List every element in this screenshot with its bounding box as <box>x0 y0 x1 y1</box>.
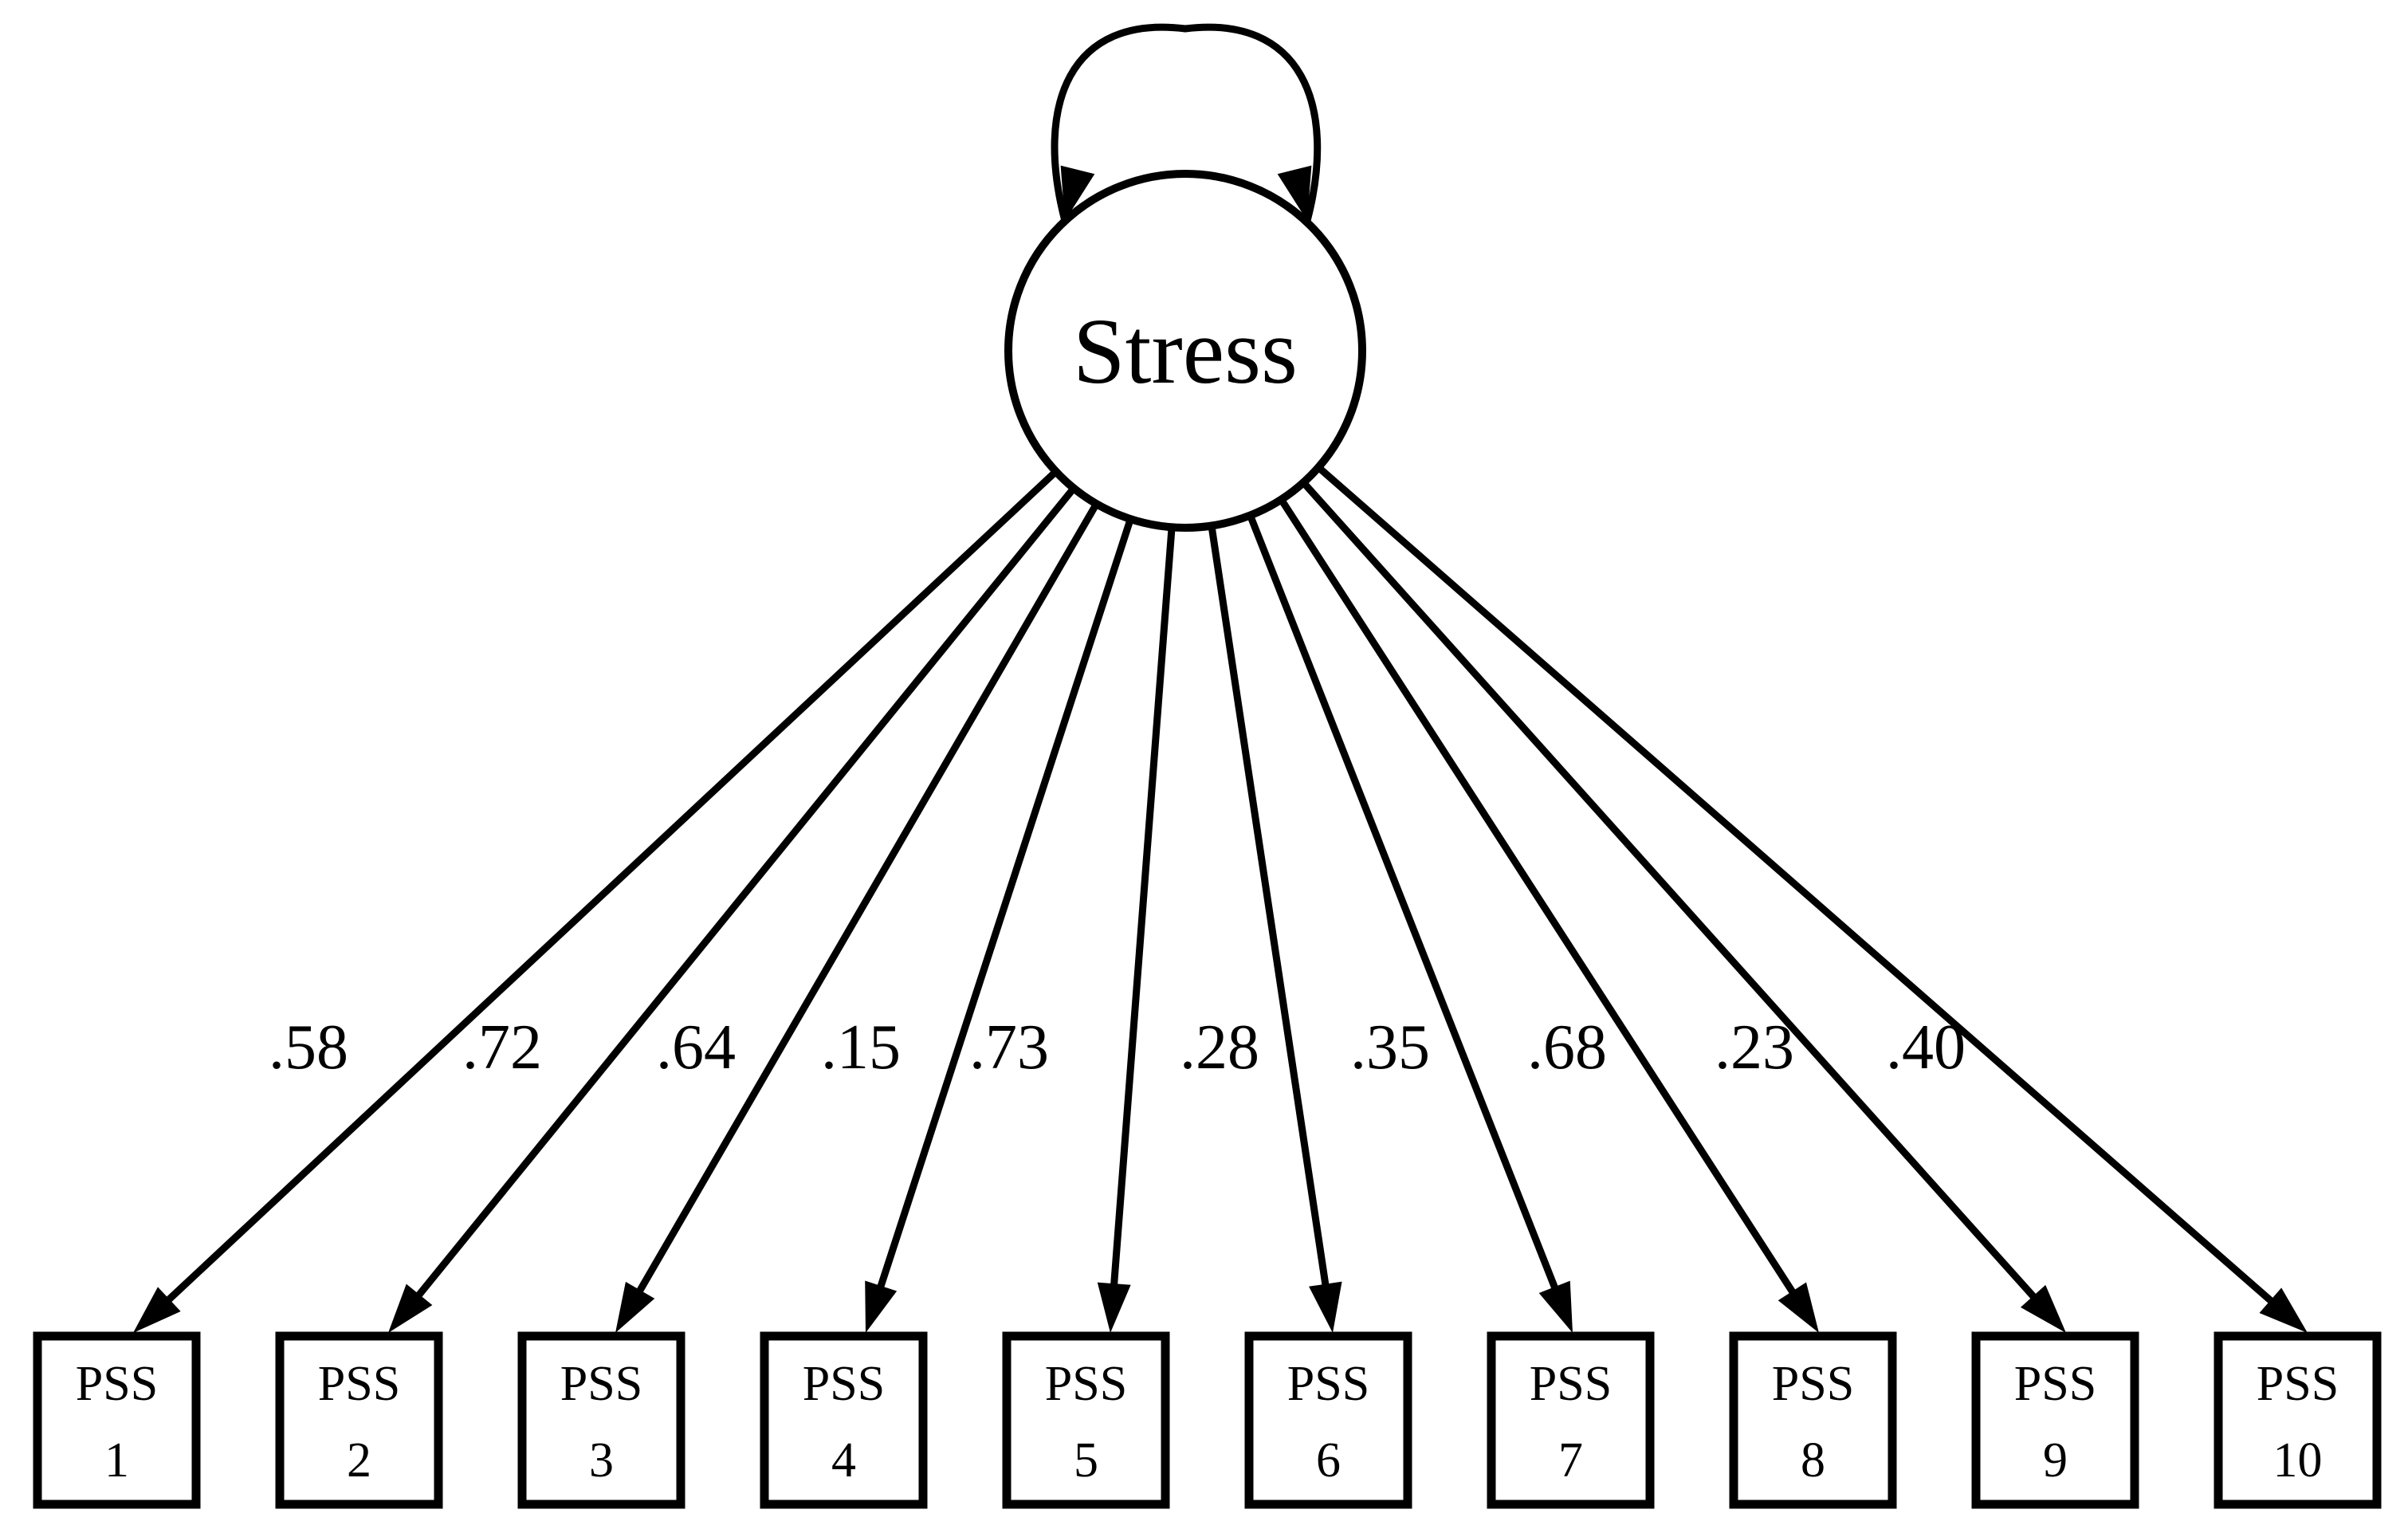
indicator-pss-10-rect[interactable] <box>2214 1331 2382 1509</box>
loading-arrowhead-7 <box>1538 1280 1573 1333</box>
indicator-pss-10-scale-label: PSS <box>2257 1357 2339 1411</box>
loading-pss-10-value: .40 <box>1886 1012 1966 1083</box>
indicator-pss-8-rect[interactable] <box>1729 1331 1897 1509</box>
indicator-pss-10-item-number: 10 <box>2273 1433 2323 1488</box>
loading-pss-9-value: .23 <box>1715 1012 1794 1083</box>
indicator-pss-9-scale-label: PSS <box>2014 1357 2096 1411</box>
loading-arrowhead-1 <box>133 1287 181 1333</box>
loading-path-8 <box>1276 495 1800 1300</box>
loading-path-10 <box>1314 462 2279 1308</box>
indicator-pss-8-item-number: 8 <box>1801 1433 1825 1488</box>
loading-paths-group <box>161 462 2279 1308</box>
variance-loop-arc <box>1051 23 1322 222</box>
indicator-pss-2-item-number: 2 <box>347 1433 371 1488</box>
indicator-pss-3-rect[interactable] <box>517 1331 685 1509</box>
variance-loop-left-arrowhead <box>1060 165 1095 221</box>
loading-pss-8-value: .68 <box>1527 1012 1607 1083</box>
indicator-pss-2-rect[interactable] <box>275 1331 443 1509</box>
indicator-boxes-group: PSS 1 PSS 2 PSS 3 PSS 4 PSS 5 PSS 6 PSS 7 PSS 8 PSS 9 PSS 1… <box>33 1331 2382 1509</box>
indicator-pss-6-scale-label: PSS <box>1287 1357 1369 1411</box>
indicator-pss-5[interactable]: PSS 5 <box>1002 1331 1170 1509</box>
variance-loop-right-arrowhead <box>1277 165 1312 221</box>
stress-latent-factor[interactable]: Stress <box>1004 170 1366 532</box>
indicator-pss-7-rect[interactable] <box>1487 1331 1655 1509</box>
loading-arrowhead-10 <box>2259 1287 2308 1333</box>
loading-path-2 <box>411 484 1078 1303</box>
indicator-pss-1-scale-label: PSS <box>76 1357 158 1411</box>
indicator-pss-7[interactable]: PSS 7 <box>1487 1331 1655 1509</box>
loading-arrowhead-6 <box>1309 1281 1342 1333</box>
indicator-pss-1[interactable]: PSS 1 <box>33 1331 201 1509</box>
indicator-pss-6[interactable]: PSS 6 <box>1244 1331 1412 1509</box>
loading-pss-1-value: .58 <box>269 1012 348 1083</box>
indicator-pss-4-rect[interactable] <box>760 1331 928 1509</box>
loading-arrowheads-group <box>133 1280 2308 1333</box>
indicator-pss-7-item-number: 7 <box>1558 1433 1583 1488</box>
indicator-pss-6-rect[interactable] <box>1244 1331 1412 1509</box>
loading-path-3 <box>633 500 1101 1299</box>
indicator-pss-5-rect[interactable] <box>1002 1331 1170 1509</box>
loading-pss-5-value: .73 <box>969 1012 1049 1083</box>
loading-pss-6-value: .28 <box>1180 1012 1259 1083</box>
loading-value-labels-group: .58 .72 .64 .15 .73 .28 .35 .68 .23 .40 <box>269 1012 1966 1083</box>
loading-path-9 <box>1298 478 2041 1304</box>
stress-circle[interactable] <box>1004 170 1366 532</box>
loading-pss-7-value: .35 <box>1350 1012 1430 1083</box>
loading-arrowhead-3 <box>615 1281 655 1333</box>
loading-arrowhead-5 <box>1097 1282 1131 1333</box>
indicator-pss-10[interactable]: PSS 10 <box>2214 1331 2382 1509</box>
indicator-pss-7-scale-label: PSS <box>1530 1357 1612 1411</box>
indicator-pss-4-item-number: 4 <box>831 1433 856 1488</box>
indicator-pss-3[interactable]: PSS 3 <box>517 1331 685 1509</box>
loading-arrowhead-4 <box>865 1280 898 1333</box>
indicator-pss-3-item-number: 3 <box>589 1433 614 1488</box>
indicator-pss-1-item-number: 1 <box>104 1433 129 1488</box>
indicator-pss-2-scale-label: PSS <box>318 1357 400 1411</box>
stress-variance-loop <box>1051 23 1322 222</box>
loading-pss-3-value: .64 <box>656 1012 736 1083</box>
indicator-pss-4[interactable]: PSS 4 <box>760 1331 928 1509</box>
loading-arrowhead-8 <box>1778 1282 1819 1333</box>
indicator-pss-8[interactable]: PSS 8 <box>1729 1331 1897 1509</box>
loading-pss-2-value: .72 <box>462 1012 542 1083</box>
loading-path-6 <box>1208 522 1330 1292</box>
loading-arrowhead-2 <box>388 1283 433 1333</box>
loading-path-7 <box>1246 512 1561 1295</box>
loading-path-4 <box>875 515 1135 1295</box>
loading-path-1 <box>161 467 1060 1307</box>
indicator-pss-5-item-number: 5 <box>1074 1433 1098 1488</box>
indicator-pss-2[interactable]: PSS 2 <box>275 1331 443 1509</box>
stress-label: Stress <box>1073 299 1298 403</box>
indicator-pss-9[interactable]: PSS 9 <box>1971 1331 2139 1509</box>
indicator-pss-3-scale-label: PSS <box>560 1357 642 1411</box>
loading-path-5 <box>1110 525 1176 1291</box>
indicator-pss-1-rect[interactable] <box>33 1331 201 1509</box>
loading-pss-4-value: .15 <box>821 1012 901 1083</box>
indicator-pss-5-scale-label: PSS <box>1045 1357 1127 1411</box>
loading-arrowhead-9 <box>2020 1284 2066 1333</box>
indicator-pss-9-rect[interactable] <box>1971 1331 2139 1509</box>
indicator-pss-6-item-number: 6 <box>1316 1433 1341 1488</box>
indicator-pss-8-scale-label: PSS <box>1772 1357 1854 1411</box>
indicator-pss-9-item-number: 9 <box>2043 1433 2068 1488</box>
indicator-pss-4-scale-label: PSS <box>803 1357 885 1411</box>
